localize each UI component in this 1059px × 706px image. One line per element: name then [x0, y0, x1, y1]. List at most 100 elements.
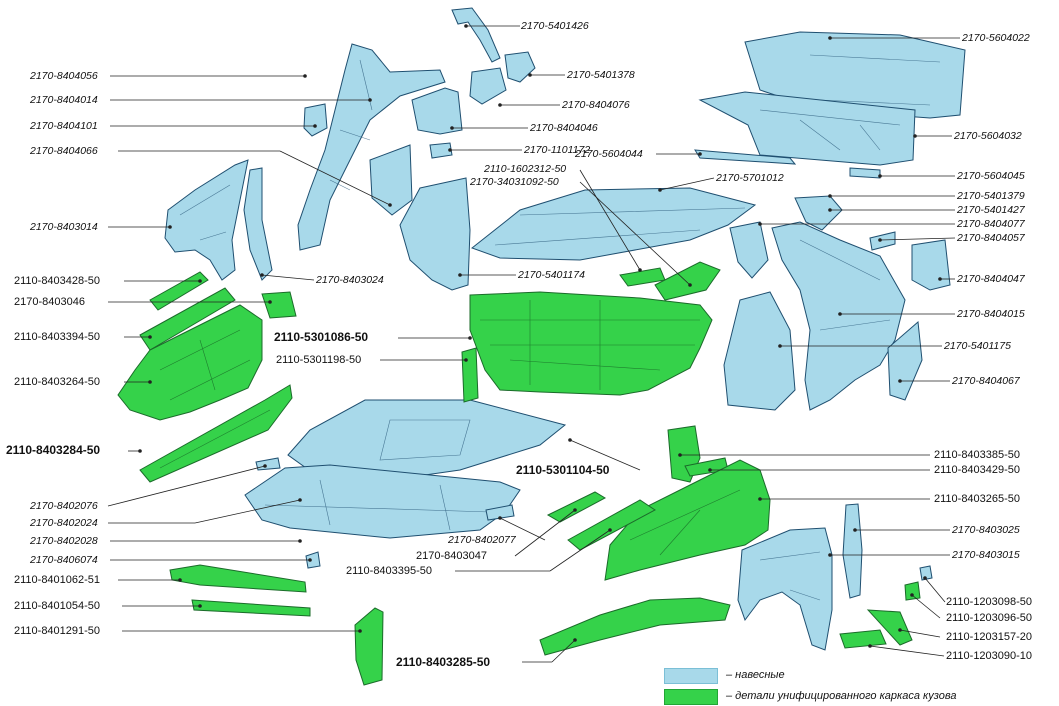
- label-5604022: 2170-5604022: [962, 32, 1030, 44]
- part-5301198: [461, 347, 479, 403]
- label-5401426: 2170-5401426: [521, 20, 589, 32]
- label-8406074: 2170-8406074: [30, 554, 98, 566]
- label-8403385: 2110-8403385-50: [934, 449, 1021, 461]
- part-1203157: [866, 609, 913, 646]
- part-1203090: [839, 629, 887, 649]
- part-8401062: [169, 564, 307, 593]
- label-5401175: 2170-5401175: [944, 340, 1011, 352]
- label-5401379: 2170-5401379: [957, 190, 1025, 202]
- part-8404067: [887, 320, 923, 401]
- label-8403428: 2110-8403428-50: [14, 275, 101, 287]
- part-8401054: [191, 599, 311, 617]
- part-34031092: [654, 261, 721, 301]
- part-rear-quarter-8404015: [771, 221, 906, 411]
- label-8404101: 2170-8404101: [30, 120, 98, 132]
- part-trunk-inner-5604032: [698, 91, 916, 166]
- label-8404057: 2170-8404057: [957, 232, 1025, 244]
- label-5301104: 2110-5301104-50: [516, 463, 610, 477]
- part-8403284: [139, 384, 293, 483]
- label-8403285: 2110-8403285-50: [396, 655, 491, 669]
- legend-label-frame: – детали унифицированного каркаса кузова: [726, 690, 957, 702]
- part-8406074: [305, 551, 321, 569]
- part-roof-5701012: [470, 187, 757, 261]
- label-1602312: 2110-1602312-50: [484, 163, 567, 175]
- part-8404066: [369, 144, 413, 216]
- part-8401291: [354, 607, 384, 686]
- legend-swatch-hinged: [664, 668, 718, 684]
- legend-swatch-frame: [664, 689, 718, 705]
- part-8403046: [261, 291, 297, 319]
- part-5401379: [794, 195, 843, 231]
- label-1203157: 2110-1203157-20: [946, 631, 1033, 643]
- label-8403429: 2110-8403429-50: [934, 464, 1021, 476]
- label-8403284: 2110-8403284-50: [6, 443, 101, 457]
- part-panel-5301086: [469, 291, 713, 396]
- label-8404067: 2170-8404067: [952, 375, 1020, 387]
- legend-label-hinged: – навесные: [726, 669, 785, 681]
- part-5604045: [849, 167, 881, 179]
- label-8401054: 2110-8401054-50: [14, 600, 101, 612]
- label-34031092: 2170-34031092-50: [470, 176, 559, 188]
- part-8404056: [297, 43, 446, 251]
- label-8404015: 2170-8404015: [957, 308, 1025, 320]
- leader-dots: [138, 24, 942, 648]
- part-8404047: [911, 239, 951, 291]
- label-5401174: 2170-5401174: [518, 269, 585, 281]
- label-8404046: 2170-8404046: [530, 122, 598, 134]
- part-8404076: [469, 67, 507, 105]
- label-8402024: 2170-8402024: [30, 517, 98, 529]
- label-8404047: 2170-8404047: [957, 273, 1025, 285]
- label-8403047: 2170-8403047: [416, 550, 487, 562]
- label-8403015: 2170-8403015: [952, 549, 1020, 561]
- label-5604044: 2170-5604044: [575, 148, 643, 160]
- label-1203090: 2110-1203090-10: [946, 650, 1033, 662]
- label-8404056: 2170-8404056: [30, 70, 98, 82]
- label-8404014: 2170-8404014: [30, 94, 98, 106]
- part-5604044: [694, 149, 797, 165]
- part-1203098: [919, 565, 933, 581]
- part-8403014: [164, 159, 249, 281]
- label-8402028: 2170-8402028: [30, 535, 98, 547]
- part-1101172: [429, 142, 453, 159]
- part-8403047: [546, 491, 607, 523]
- label-5604045: 2170-5604045: [957, 170, 1025, 182]
- part-5401175: [723, 291, 796, 411]
- label-5604032: 2170-5604032: [954, 130, 1022, 142]
- label-8403395: 2110-8403395-50: [346, 565, 433, 577]
- part-8403395: [567, 499, 656, 551]
- part-8404101: [303, 103, 328, 137]
- label-8401062: 2110-8401062-51: [14, 574, 101, 586]
- label-1203096: 2110-1203096-50: [946, 612, 1033, 624]
- label-8403394: 2110-8403394-50: [14, 331, 101, 343]
- label-5301086: 2110-5301086-50: [274, 330, 369, 344]
- label-8401291: 2110-8401291-50: [14, 625, 101, 637]
- part-fender-8403015: [737, 527, 833, 651]
- part-8403394: [139, 287, 236, 351]
- label-8403046: 2170-8403046: [14, 296, 85, 308]
- label-5301198: 2110-5301198-50: [276, 354, 362, 366]
- part-8403024: [243, 167, 273, 281]
- label-8403265: 2110-8403265-50: [934, 493, 1021, 505]
- label-8403014: 2170-8403014: [30, 221, 98, 233]
- part-8403265: [604, 459, 771, 581]
- part-8404077: [729, 221, 769, 279]
- label-5401427: 2170-5401427: [957, 204, 1025, 216]
- label-8403024: 2170-8403024: [316, 274, 384, 286]
- part-5401378: [504, 51, 536, 83]
- label-1203098: 2110-1203098-50: [946, 596, 1033, 608]
- part-8402076-hinge: [255, 457, 281, 471]
- label-8404066: 2170-8404066: [30, 145, 98, 157]
- label-8403264: 2110-8403264-50: [14, 376, 101, 388]
- part-1203096: [904, 581, 921, 601]
- part-8403025: [842, 503, 863, 599]
- part-8403285: [539, 597, 731, 656]
- part-hood-inner-8402024: [244, 464, 521, 539]
- part-5401426: [451, 7, 501, 63]
- label-1101172: 2170-1101172: [524, 144, 591, 156]
- label-8404077: 2170-8404077: [957, 218, 1025, 230]
- leader-lines: [107, 25, 960, 663]
- label-8402076: 2170-8402076: [30, 500, 98, 512]
- label-5401378: 2170-5401378: [567, 69, 635, 81]
